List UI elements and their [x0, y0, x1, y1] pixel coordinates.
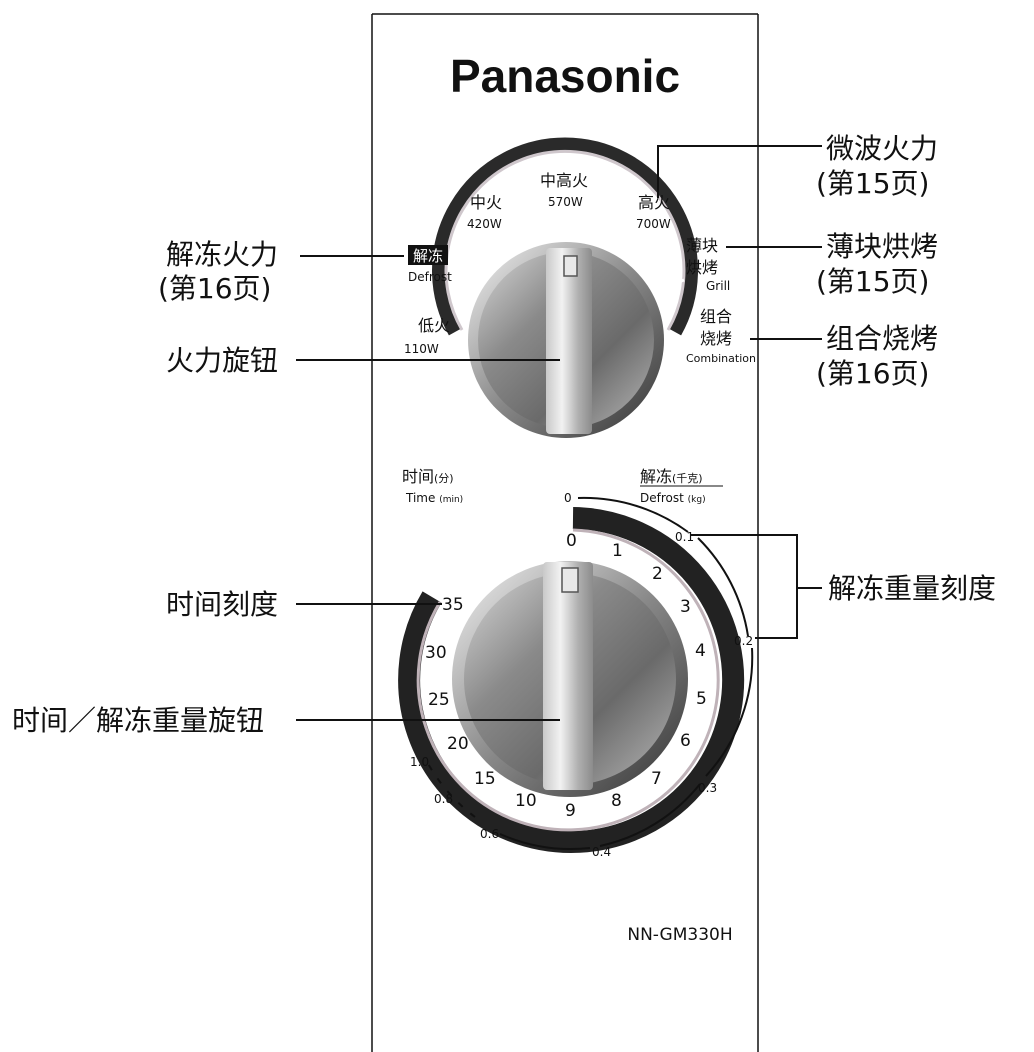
- timer-knob-grip[interactable]: [543, 562, 593, 790]
- minute-tick-9: 9: [565, 801, 576, 821]
- minute-tick-3: 3: [680, 597, 691, 617]
- callout-combination-page: (第16页): [816, 357, 929, 390]
- minute-tick-25: 25: [428, 690, 450, 710]
- power-medhigh-watt: 570W: [548, 195, 583, 209]
- brand-logo: Panasonic: [450, 50, 680, 102]
- weight-tick-0.4: 0.4: [592, 845, 611, 859]
- minute-tick-20: 20: [447, 734, 469, 754]
- defrost-weight-arc: [577, 496, 689, 533]
- weight-tick-1.0: 1.0: [410, 755, 429, 769]
- defrost-heading: 解冻(千克): [640, 467, 703, 486]
- callout-timer-knob: 时间／解冻重量旋钮: [12, 704, 264, 737]
- minute-tick-7: 7: [651, 769, 662, 789]
- callout-combination: 组合烧烤: [826, 322, 938, 355]
- power-grill-en: Grill: [706, 279, 730, 293]
- callout-defrost-weight-scale: 解冻重量刻度: [828, 572, 996, 605]
- weight-tick-0.1: 0.1: [675, 530, 694, 544]
- callout-time-scale: 时间刻度: [166, 588, 278, 621]
- callout-defrost-power: 解冻火力: [166, 238, 278, 271]
- weight-tick-0.2: 0.2: [734, 634, 753, 648]
- power-medium-watt: 420W: [467, 217, 502, 231]
- power-high-label: 高火: [638, 193, 670, 212]
- timer-knob-indicator: [561, 567, 579, 593]
- power-medium-label: 中火: [470, 193, 502, 212]
- power-knob-indicator: [563, 255, 578, 277]
- minute-tick-35: 35: [442, 595, 464, 615]
- time-heading-en: Time (min): [405, 491, 463, 505]
- minute-tick-2: 2: [652, 564, 663, 584]
- callout-thin-grill: 薄块烘烤: [826, 230, 938, 263]
- power-knob-grip[interactable]: [546, 248, 592, 434]
- minute-tick-10: 10: [515, 791, 537, 811]
- power-defrost-label: 解冻: [413, 247, 443, 265]
- callouts: [296, 145, 822, 721]
- minute-tick-30: 30: [425, 643, 447, 663]
- weight-tick-0.8: 0.8: [434, 792, 453, 806]
- minute-tick-0: 0: [566, 531, 577, 551]
- power-combo-en: Combination: [686, 352, 756, 365]
- callout-microwave-power: 微波火力: [826, 132, 938, 165]
- callout-microwave-power-page: (第15页): [816, 167, 929, 200]
- power-low-watt: 110W: [404, 342, 439, 356]
- power-grill-label-2: 烘烤: [686, 258, 718, 277]
- minute-tick-1: 1: [612, 541, 623, 561]
- callout-thin-grill-page: (第15页): [816, 265, 929, 298]
- model-number: NN-GM330H: [627, 925, 732, 945]
- minute-tick-6: 6: [680, 731, 691, 751]
- power-dial: 低火 110W 解冻 Defrost 中火 420W 中高火 570W 高火 7…: [404, 137, 756, 438]
- weight-tick-0.3: 0.3: [698, 781, 717, 795]
- time-heading: 时间(分): [402, 467, 454, 486]
- power-combo-label-2: 烧烤: [700, 329, 732, 348]
- weight-tick-0: 0: [564, 491, 572, 505]
- minute-tick-15: 15: [474, 769, 496, 789]
- callout-power-knob: 火力旋钮: [166, 344, 278, 377]
- power-defrost-en: Defrost: [408, 270, 452, 284]
- power-grill-label-1: 薄块: [686, 236, 718, 255]
- weight-tick-0.6: 0.6: [480, 827, 499, 841]
- power-combo-label-1: 组合: [700, 307, 732, 326]
- callout-defrost-power-page: (第16页): [158, 272, 271, 305]
- power-medhigh-label: 中高火: [540, 171, 588, 190]
- power-high-watt: 700W: [636, 217, 671, 231]
- timer-dial: 时间(分) Time (min) 解冻(千克) Defrost (kg) 0 1…: [398, 467, 754, 859]
- power-low-label: 低火: [418, 316, 450, 335]
- defrost-heading-en: Defrost (kg): [640, 491, 706, 505]
- minute-tick-8: 8: [611, 791, 622, 811]
- timer-dial-ring: [398, 507, 745, 853]
- minute-tick-4: 4: [695, 641, 706, 661]
- minute-tick-5: 5: [696, 689, 707, 709]
